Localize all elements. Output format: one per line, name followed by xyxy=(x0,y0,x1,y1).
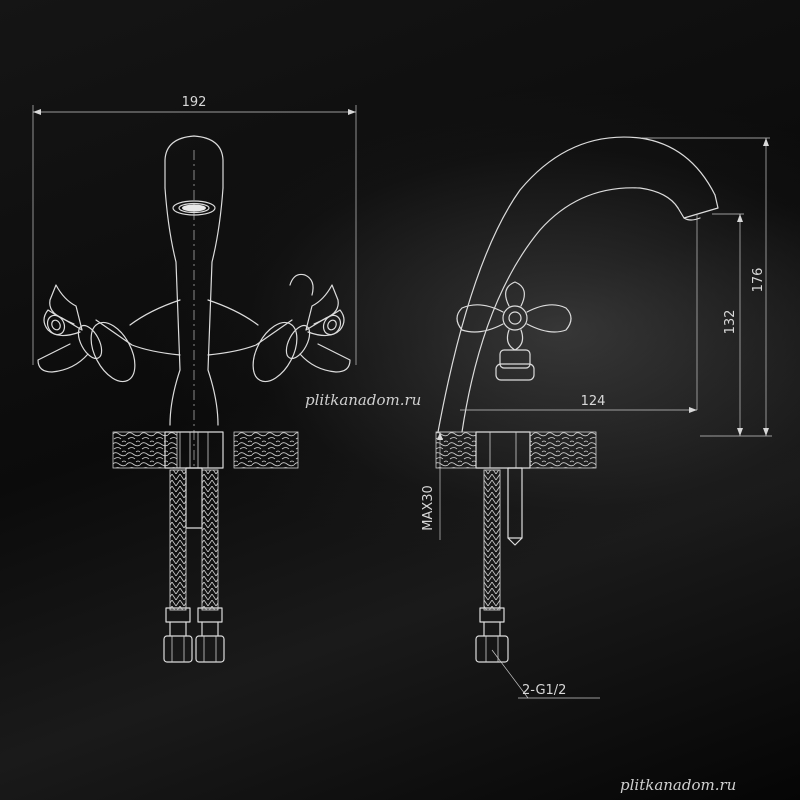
front-right-handle xyxy=(207,273,351,383)
max-thickness-dimension: MAX30 xyxy=(421,431,456,540)
front-left-handle xyxy=(37,284,181,383)
height-label: 176 xyxy=(751,268,766,293)
watermark-corner: plitkanadom.ru xyxy=(620,776,736,794)
front-countertop xyxy=(112,431,299,529)
outlet-height-dimension: 132 xyxy=(723,214,743,436)
front-supply-hoses xyxy=(163,469,225,663)
side-handle xyxy=(456,281,572,381)
side-spout xyxy=(437,136,770,433)
thread-callout: 2-G1/2 xyxy=(491,649,600,699)
width-dimension: 192 xyxy=(32,95,357,365)
max-thickness-label: MAX30 xyxy=(421,485,436,531)
width-label: 192 xyxy=(182,95,207,110)
front-view: 192 xyxy=(32,95,357,663)
side-countertop xyxy=(435,431,597,546)
side-supply-hose xyxy=(475,469,509,663)
height-dimension: 176 xyxy=(700,138,772,437)
reach-label: 124 xyxy=(581,394,606,409)
thread-label: 2-G1/2 xyxy=(522,683,566,698)
watermark-center: plitkanadom.ru xyxy=(305,391,421,409)
outlet-height-label: 132 xyxy=(723,310,738,335)
front-spout xyxy=(164,135,224,426)
reach-dimension: 124 xyxy=(460,214,698,413)
side-view: 124 132 176 M xyxy=(421,136,772,699)
